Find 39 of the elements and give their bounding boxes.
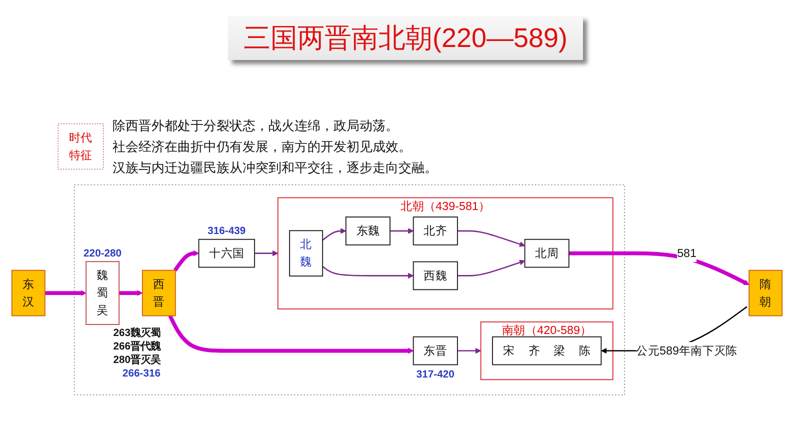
edge-label: 581 [677,246,697,260]
node-box: 十六国 [198,238,256,268]
annotation-text: 266-316 [122,368,161,380]
cluster [74,184,626,395]
node-box: 北周 [524,238,570,268]
title: 三国两晋南北朝(220—589) [228,16,583,60]
node-box: 东魏 [345,216,390,245]
arrow [568,251,750,285]
arrow [390,228,414,234]
node-box: 魏蜀吴 [86,260,120,325]
node-box: 北齐 [412,216,458,245]
annotation-text: 社会经济在曲折中仍有发展，南方的开发初见成效。 [112,138,412,154]
annotation-text: 220-280 [84,248,122,260]
node-box: 时代特征 [58,123,104,170]
arrow [457,259,526,276]
node-box: 西魏 [412,260,458,290]
edge-label: 公元589年南下灭陈 [636,344,738,357]
arrow [119,290,143,296]
arrow [44,290,86,296]
arrow [322,228,346,240]
annotation-text: 316-439 [208,226,246,237]
arrow [173,250,200,272]
arrow [457,348,482,354]
annotation-text: 除西晋外都处于分裂状态，战火连绵，政局动荡。 [112,118,398,133]
annotation-text: 317-420 [416,369,454,380]
arrow [322,266,414,278]
arrow [457,230,526,247]
annotation-text: 266晋代魏 [113,341,161,352]
node-box: 东汉 [11,269,46,316]
node-box: 宋 齐 梁 陈 [492,336,602,365]
arrow [254,250,278,256]
node-box: 隋朝 [748,269,783,316]
annotation-text: 280晋灭吴 [113,354,161,366]
node-box: 西晋 [142,269,176,316]
arrow [168,314,414,354]
annotation-text: 263魏灭蜀 [113,328,161,339]
node-box: 北魏 [289,230,324,276]
annotation-text: 汉族与内迁边疆民族从冲突到和平交往，逐步走向交融。 [112,160,438,175]
node-box: 东晋 [412,336,458,365]
